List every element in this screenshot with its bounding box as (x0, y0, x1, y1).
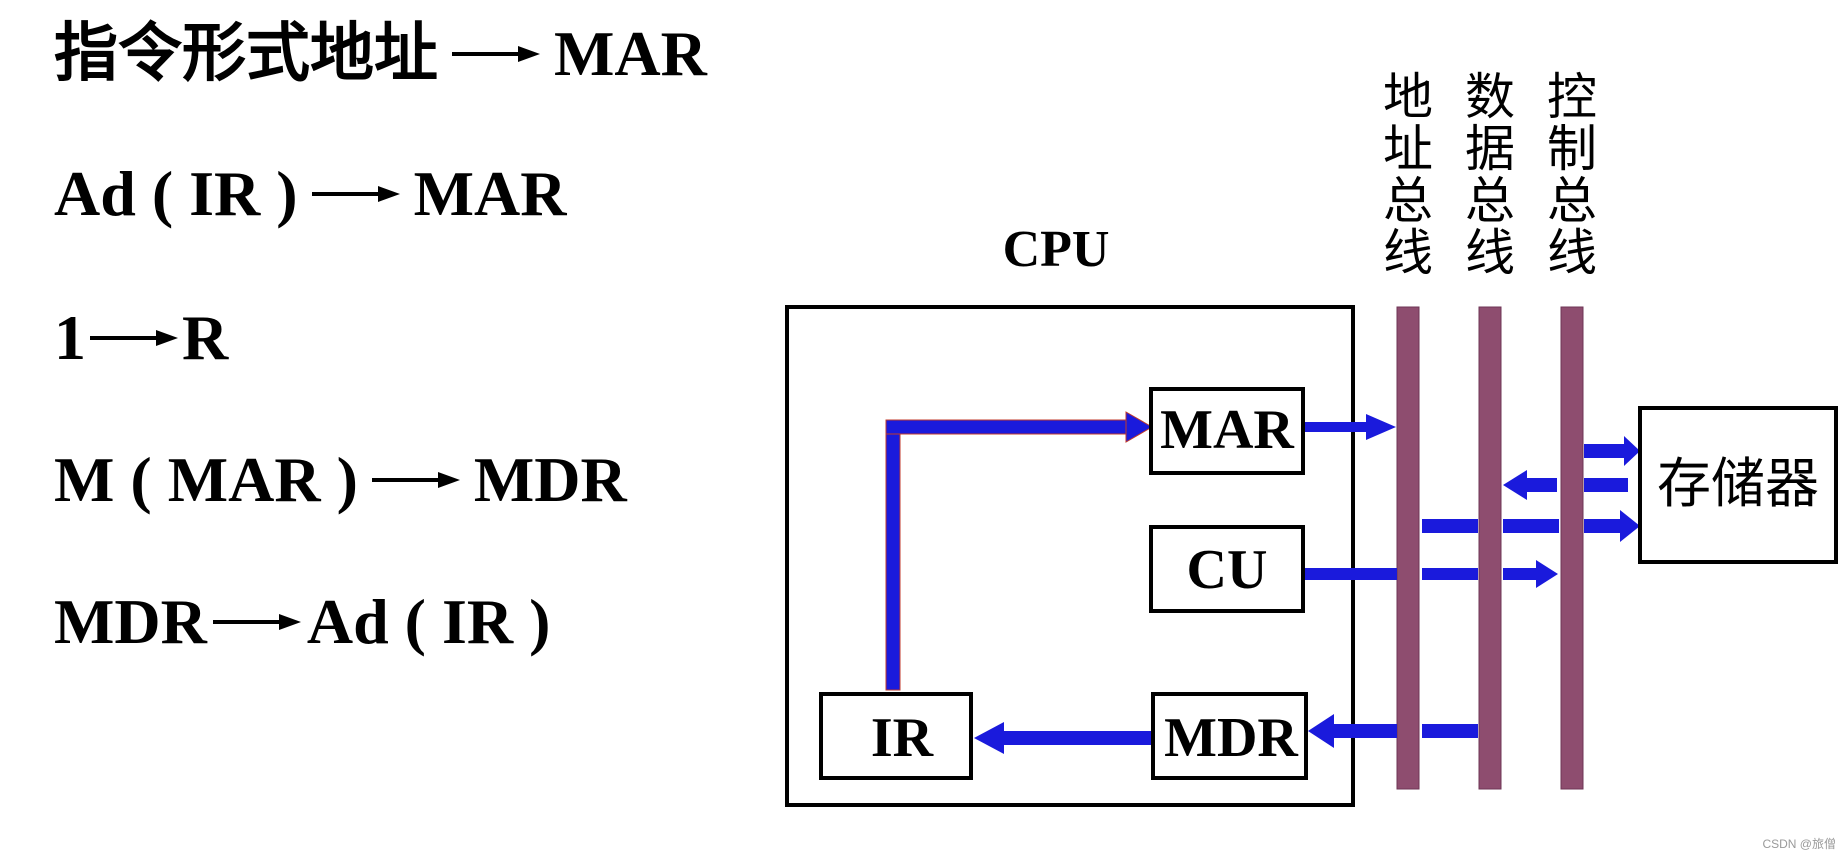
address-bus-label-2: 址 (1383, 121, 1433, 177)
step-3-target: R (182, 302, 229, 373)
step-4-target: MDR (473, 444, 627, 515)
right-arrow-icon (90, 330, 178, 346)
mdr-register-label: MDR (1164, 707, 1298, 769)
step-4-source: M ( MAR ) (54, 444, 358, 515)
control-bus-label-4: 线 (1547, 225, 1597, 281)
step-1-source: 指令形式地址 (54, 18, 438, 89)
control-bus-label-1: 控 (1547, 69, 1597, 125)
right-arrow-icon (212, 614, 301, 630)
data-bus-to-mdr-arrow (1308, 714, 1478, 748)
cpu-box (785, 305, 1355, 807)
step-2-source: Ad ( IR ) (54, 158, 298, 229)
data-bus-label-1: 数 (1465, 69, 1515, 125)
mar-box (1149, 387, 1305, 475)
step-5-target: Ad ( IR ) (306, 586, 551, 657)
step-4: M ( MAR ) MDR (54, 448, 627, 512)
right-arrow-icon (452, 46, 540, 62)
right-arrow-icon (371, 472, 460, 488)
step-1: 指令形式地址 MAR (54, 22, 707, 86)
right-arrow-icon (311, 186, 400, 202)
step-1-target: MAR (554, 18, 707, 89)
memory-data-arrows (1422, 436, 1640, 542)
mdr-to-ir-arrow (974, 722, 1153, 754)
data-bus-label-3: 总 (1465, 173, 1515, 229)
step-3: 1 R (54, 306, 228, 370)
mar-to-address-bus-arrow (1305, 414, 1396, 440)
address-bus-bar (1396, 306, 1420, 790)
control-bus-label-2: 制 (1547, 121, 1597, 177)
mdr-box (1151, 692, 1308, 780)
step-5-source: MDR (54, 586, 207, 657)
mar-register-label: MAR (1160, 399, 1294, 461)
ir-box (819, 692, 973, 780)
address-bus-label-3: 总 (1383, 173, 1433, 229)
control-bus-label-3: 总 (1547, 173, 1597, 229)
control-bus-bar (1560, 306, 1584, 790)
step-2: Ad ( IR ) MAR (54, 162, 566, 226)
step-5: MDR Ad ( IR ) (54, 590, 550, 654)
data-bus-label-4: 线 (1465, 225, 1515, 281)
cu-to-control-bus-arrow (1305, 560, 1558, 588)
memory-box (1638, 406, 1838, 564)
watermark: CSDN @旅僧 (1762, 837, 1836, 851)
step-3-source: 1 (54, 302, 86, 373)
cpu-label: CPU (1003, 221, 1110, 278)
cu-box (1149, 525, 1305, 613)
address-bus-label-4: 线 (1383, 225, 1433, 281)
data-bus-label-2: 据 (1465, 121, 1515, 177)
ir-register-label: IR (871, 707, 934, 769)
ir-to-mar-path (885, 411, 1154, 691)
bus-labels: 地 址 总 线 数 据 总 线 控 制 总 线 (1383, 69, 1597, 281)
address-bus-label-1: 地 (1383, 69, 1433, 125)
memory-label: 存储器 (1657, 454, 1819, 514)
data-bus-bar (1478, 306, 1502, 790)
cu-register-label: CU (1187, 539, 1268, 601)
step-2-target: MAR (413, 158, 567, 229)
